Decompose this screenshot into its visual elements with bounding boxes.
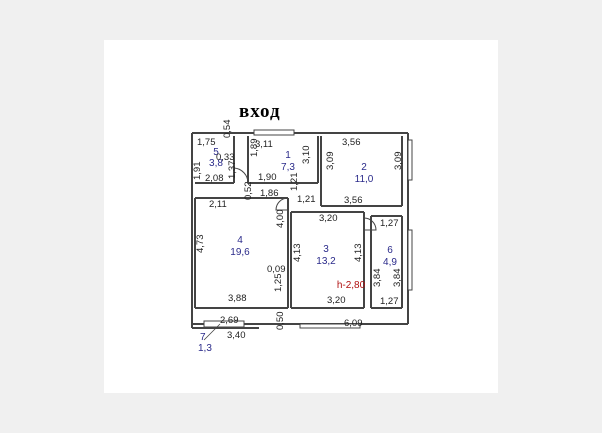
room-3-area: 13,2	[316, 256, 336, 267]
room-6-area: 4,9	[383, 257, 397, 268]
dimension-label: 1,89	[249, 139, 260, 158]
windows	[203, 129, 413, 329]
dimension-label: 4,13	[353, 244, 364, 263]
dimension-label: 3,20	[319, 213, 338, 224]
dimension-label: 1,37	[227, 161, 238, 180]
doors	[233, 167, 377, 231]
dimension-label: 3,84	[392, 269, 403, 288]
dimension-label: 6,09	[344, 318, 363, 329]
dimension-label: 0,54	[222, 120, 233, 139]
dimension-label: 1,90	[258, 172, 277, 183]
dimension-label: 3,40	[227, 330, 246, 341]
dimension-label: 4,00	[275, 210, 286, 229]
room-7-area: 1,3	[198, 343, 212, 354]
dimension-label: 0,52	[243, 182, 254, 201]
dimension-label: 0,09	[267, 264, 286, 275]
ceiling-height: h-2,80	[337, 280, 366, 291]
dimension-label: 1,25	[273, 274, 284, 293]
room-1-area: 7,3	[281, 162, 295, 173]
room-2-number: 2	[361, 162, 367, 173]
dimension-label: 0,50	[275, 312, 286, 331]
dimension-label: 3,20	[327, 295, 346, 306]
dimension-label: 4,13	[292, 244, 303, 263]
dimension-label: 3,09	[325, 152, 336, 171]
dimension-label: 3,84	[372, 269, 383, 288]
dimension-label: 2,69	[220, 315, 239, 326]
dimension-label: 1,86	[260, 188, 279, 199]
dimension-label: 3,11	[255, 139, 273, 150]
plan-sheet: вход	[104, 40, 498, 393]
leader-line	[203, 323, 221, 341]
dimension-label: 3,56	[342, 137, 361, 148]
dimension-label: 3,09	[393, 152, 404, 171]
dimension-label: 0,33	[216, 152, 235, 163]
room-labels: 1 7,3 2 11,0 3 13,2 4 19,6 5 3,8 6 4,9 7…	[198, 147, 397, 354]
room-1-number: 1	[285, 150, 291, 161]
room-5-number: 5	[213, 147, 219, 158]
dimension-label: 1,27	[380, 296, 399, 307]
floor-plan: вход	[191, 101, 413, 354]
walls	[191, 132, 409, 329]
dimension-label: 1,27	[380, 218, 399, 229]
dimension-labels: 1,75 0,54 0,33 1,91 1,37 2,08 3,11 1,89 …	[192, 120, 404, 342]
dimension-label: 2,11	[209, 199, 227, 210]
dimension-label: 1,91	[192, 162, 203, 181]
room-2-area: 11,0	[355, 174, 374, 185]
dimension-label: 3,56	[344, 195, 363, 206]
room-3-number: 3	[323, 244, 329, 255]
dimension-label: 1,75	[197, 137, 216, 148]
dimension-label: 1,21	[297, 194, 316, 205]
dimension-label: 4,73	[195, 235, 206, 254]
dimension-label: 3,10	[301, 146, 312, 165]
room-6-number: 6	[387, 245, 393, 256]
dimension-label: 2,08	[205, 173, 224, 184]
dimension-label: 1,21	[289, 173, 300, 192]
dimension-label: 3,88	[228, 293, 247, 304]
room-7-number: 7	[200, 332, 206, 343]
entrance-title: вход	[239, 101, 281, 122]
room-4-number: 4	[237, 235, 243, 246]
room-5-area: 3,8	[209, 158, 223, 169]
room-4-area: 19,6	[230, 247, 250, 258]
